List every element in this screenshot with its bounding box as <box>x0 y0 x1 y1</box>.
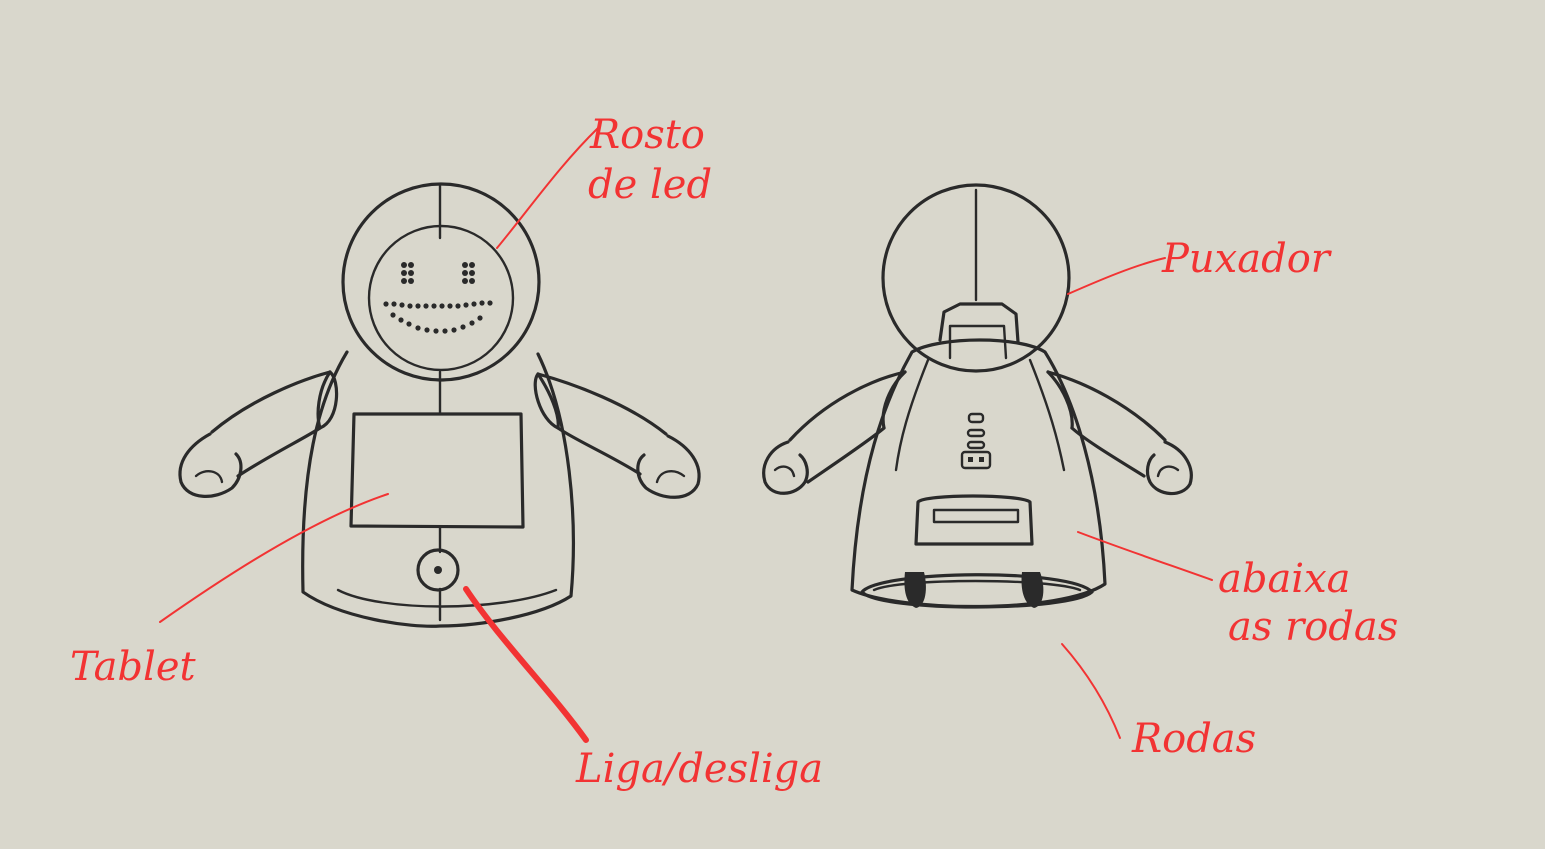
back-body <box>850 338 1107 609</box>
back-right-wheel <box>1021 572 1044 608</box>
rodas-label: Rodas <box>1131 716 1256 762</box>
power-button <box>416 548 460 592</box>
back-base-inner <box>872 579 1082 592</box>
puxador-label: Puxador <box>1161 236 1333 282</box>
annotations: Rosto de led Tablet Liga/desliga Puxador… <box>70 112 1398 792</box>
robot-back-view <box>762 183 1193 609</box>
front-left-arm <box>178 370 339 498</box>
back-left-wheel <box>904 572 926 608</box>
back-head <box>881 183 1071 373</box>
tablet-screen <box>349 412 525 529</box>
robot-front-view <box>178 182 701 628</box>
back-indicators <box>960 412 992 470</box>
front-body-base <box>336 588 558 608</box>
abaixa-label-line2: as rodas <box>1228 604 1398 650</box>
abaixa-leader-line <box>1077 531 1213 581</box>
abaixa-label-line1: abaixa <box>1218 556 1351 602</box>
tablet-leader-line <box>159 493 389 623</box>
wheel-lift-slot <box>932 508 1020 524</box>
puxador-leader-line <box>1067 257 1166 295</box>
wheel-lift-panel <box>914 494 1034 546</box>
front-right-arm <box>533 372 701 499</box>
led-face-screen <box>367 224 515 372</box>
rosto-label-line1: Rosto <box>589 112 705 158</box>
front-body <box>301 350 575 628</box>
rodas-leader-line <box>1061 643 1121 739</box>
back-left-arm <box>762 370 907 495</box>
rosto-label-line2: de led <box>588 162 712 208</box>
power-button-dot <box>434 566 442 574</box>
back-body-contours <box>894 358 1066 472</box>
back-handle <box>938 302 1020 344</box>
back-base <box>860 573 1094 609</box>
liga-desliga-leader-line <box>463 586 589 743</box>
led-eyes <box>401 262 475 284</box>
back-right-arm <box>1046 370 1193 496</box>
rosto-leader-line <box>496 127 599 249</box>
tablet-label: Tablet <box>70 644 196 690</box>
led-smile <box>383 300 493 334</box>
liga-desliga-label: Liga/desliga <box>575 746 823 792</box>
